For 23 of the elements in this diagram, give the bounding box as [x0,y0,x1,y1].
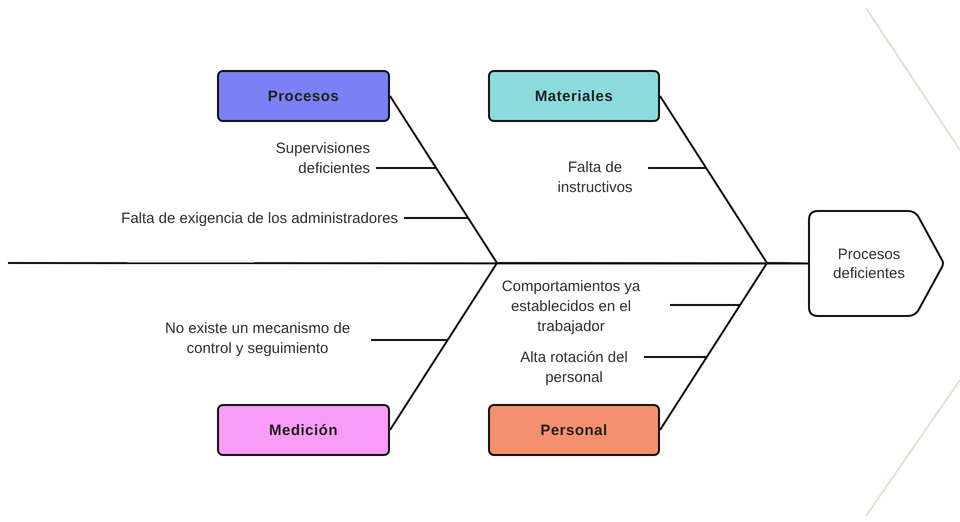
category-box [488,70,660,122]
category-label: Materiales [534,88,614,104]
problem-label: Procesos deficientes [832,244,906,282]
cause-line [404,217,468,219]
cause-line [648,167,706,169]
problem-head [808,210,944,317]
cause-line [376,167,436,169]
cause-label: Alta rotación del personal [519,348,629,388]
cause-label: Supervisiones deficientes [274,139,370,179]
category-label: Procesos [268,88,340,104]
category-box [488,404,660,456]
cause-label: Comportamientos ya establecidos en el trabajador [500,277,642,337]
cause-label: Falta de exigencia de los administradores [121,209,398,229]
category-box [217,404,390,456]
category-label: Personal [540,422,608,438]
bone-line [659,262,808,431]
cause-label: No existe un mecanismo de control y seguimiento [164,319,352,359]
category-label: Medición [268,422,338,438]
cause-line [670,304,740,306]
category-box [217,70,390,122]
cause-line [371,339,448,341]
cause-label: Falta de instructivos [556,158,634,198]
cause-line [644,356,707,358]
